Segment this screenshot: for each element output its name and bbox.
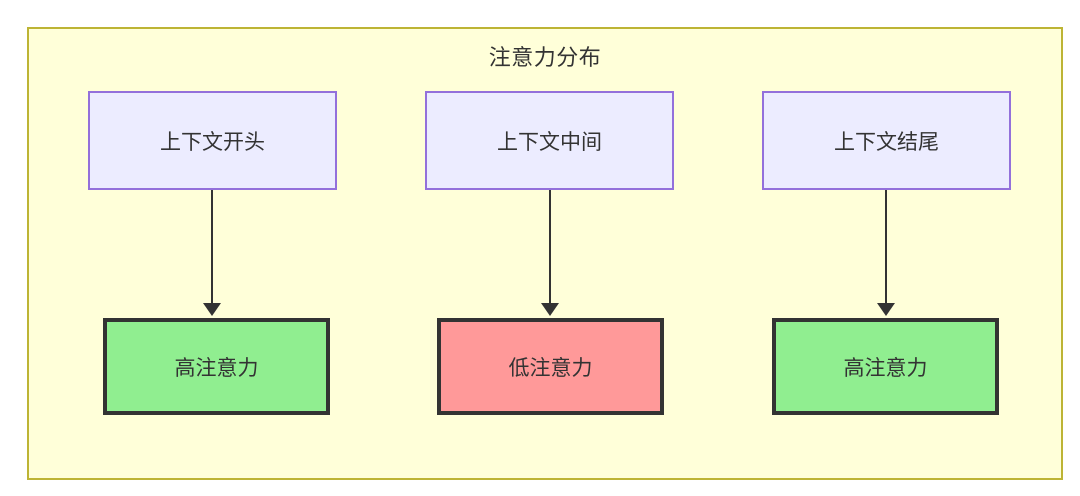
node-context-middle[interactable]: 上下文中间: [425, 91, 674, 190]
node-context-start-label: 上下文开头: [160, 130, 265, 154]
edge-line-col3: [885, 190, 887, 306]
node-low-attention-middle[interactable]: 低注意力: [437, 318, 664, 415]
node-high-attention-end[interactable]: 高注意力: [772, 318, 999, 415]
node-low-attention-middle-label: 低注意力: [508, 356, 593, 380]
node-context-end[interactable]: 上下文结尾: [762, 91, 1011, 190]
node-high-attention-end-label: 高注意力: [843, 356, 928, 380]
node-context-start[interactable]: 上下文开头: [88, 91, 337, 190]
node-context-end-label: 上下文结尾: [834, 130, 939, 154]
down-arrow-icon-col3: [877, 303, 895, 316]
diagram-title: 注意力分布: [488, 45, 602, 70]
down-arrow-icon-col2: [541, 303, 559, 316]
node-high-attention-start-label: 高注意力: [174, 356, 259, 380]
node-high-attention-start[interactable]: 高注意力: [103, 318, 330, 415]
down-arrow-icon-col1: [203, 303, 221, 316]
node-context-middle-label: 上下文中间: [497, 130, 602, 154]
edge-line-col2: [549, 190, 551, 306]
edge-line-col1: [211, 190, 213, 306]
